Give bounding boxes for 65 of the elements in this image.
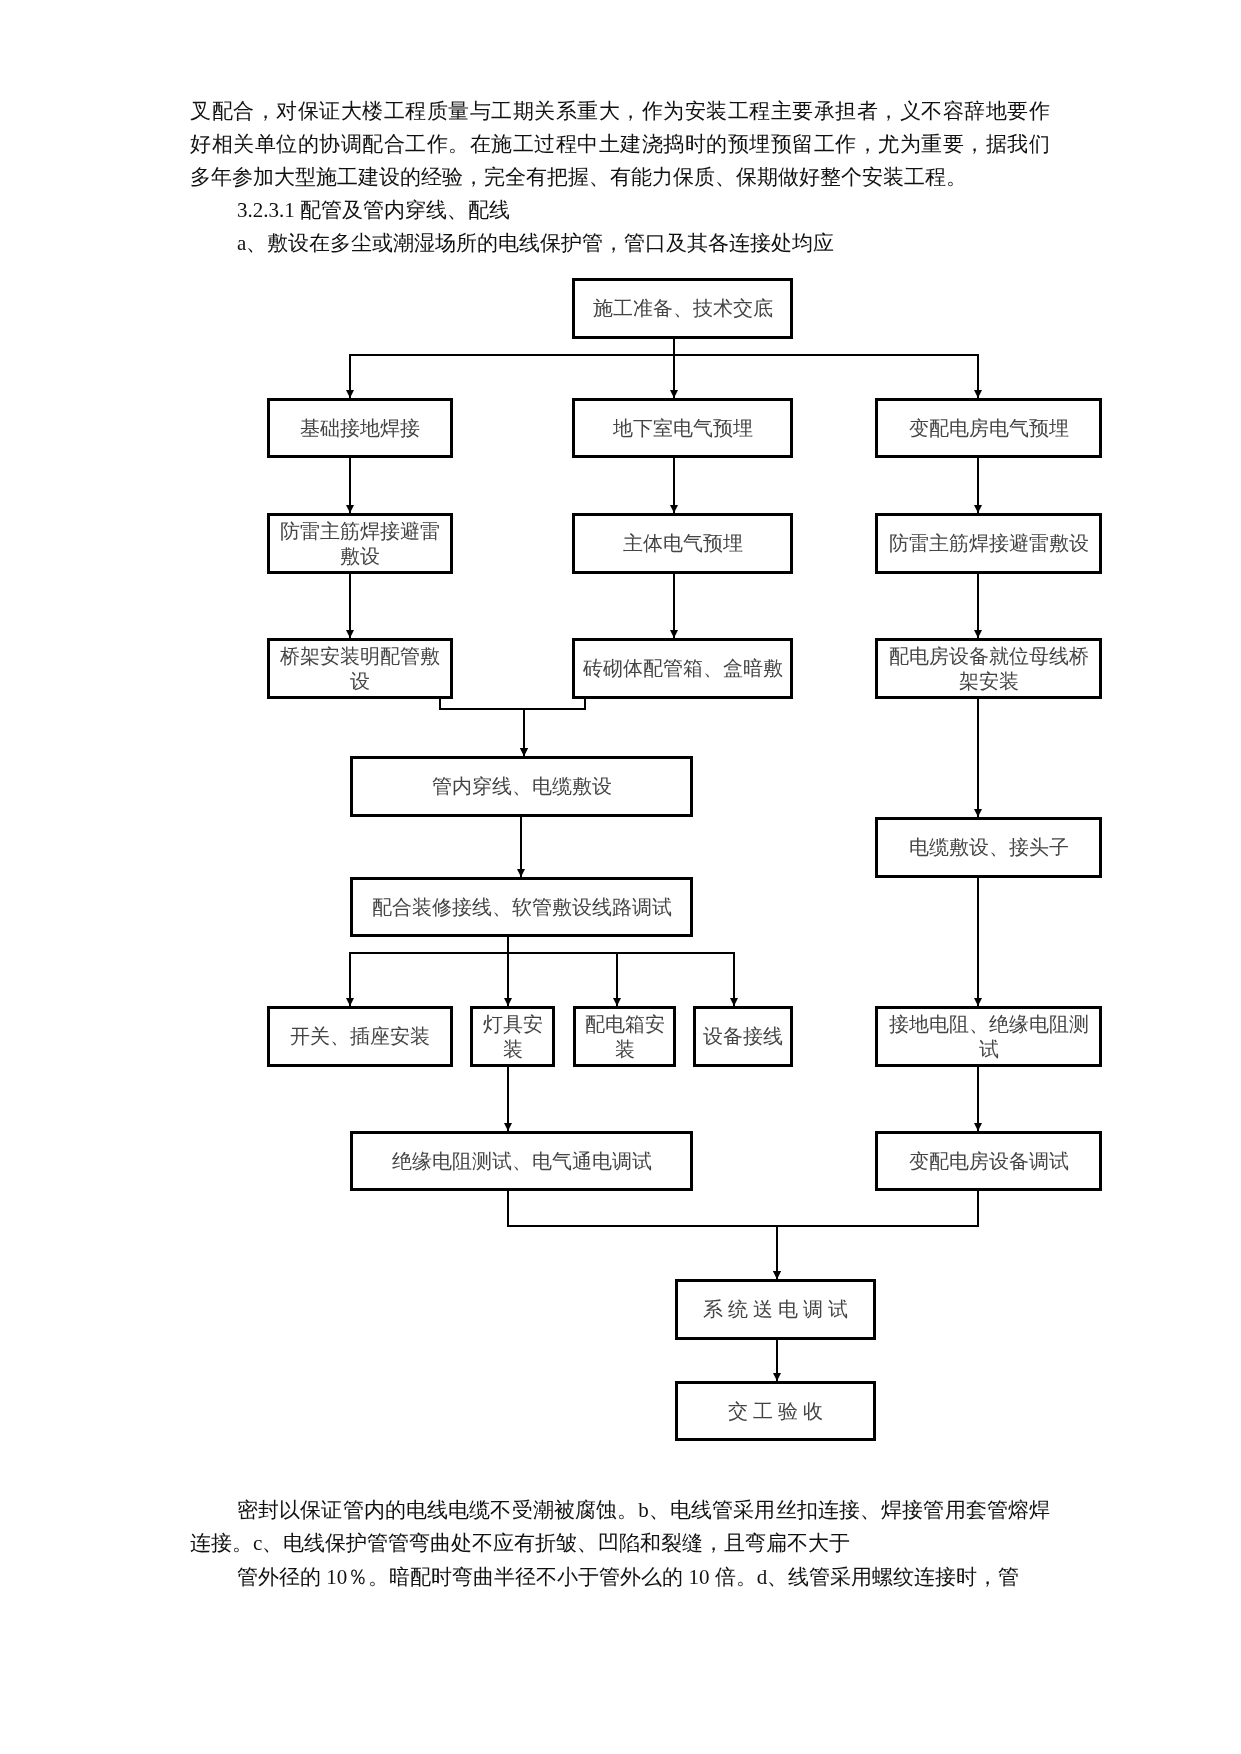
box-label: 主体电气预埋 — [622, 531, 743, 556]
process-box — [675, 1279, 876, 1340]
arrow — [504, 1066, 512, 1132]
box-label: 绝缘电阻测试、电气通电调试 — [391, 1148, 652, 1174]
arrow — [517, 816, 525, 878]
box-label: 基础接地焊接 — [300, 415, 420, 441]
arrow — [673, 338, 982, 399]
arrow — [974, 573, 982, 639]
arrow — [346, 573, 354, 639]
process-box — [350, 1131, 693, 1191]
box-label: 防雷主筋焊接避雷敷设 — [888, 531, 1089, 556]
process-box — [875, 398, 1102, 458]
arrow — [520, 698, 586, 757]
process-box — [875, 638, 1102, 699]
box-label: 防雷主筋焊接避雷敷设 — [279, 518, 441, 569]
section-heading: 3.2.3.1 配管及管内穿线、配线 — [236, 197, 511, 224]
box-label: 变配电房设备调试 — [908, 1148, 1069, 1174]
arrow — [974, 457, 982, 514]
process-box — [267, 398, 453, 458]
process-box — [350, 756, 693, 817]
paragraph: 管外径的 10％。暗配时弯曲半径不小于管外么的 10 倍。d、线管采用螺纹连接时，管 — [237, 1564, 1021, 1591]
arrow — [974, 877, 982, 1007]
process-box — [875, 1006, 1102, 1067]
arrow — [670, 573, 678, 639]
paragraph: 密封以保证管内的电线电缆不受潮被腐蚀。b、电线管采用丝扣连接、焊接管用套管熔焊连接。c、电线保护管管弯曲处不应有折皱、凹陷和裂缝，且弯扁不大于 — [190, 1497, 1050, 1557]
process-box — [470, 1006, 555, 1067]
box-label: 接地电阻、绝缘电阻测试 — [887, 1011, 1090, 1062]
box-label: 设备接线 — [703, 1024, 783, 1049]
box-label: 系 统 送 电 调 试 — [703, 1297, 848, 1322]
box-label: 配合装修接线、软管敷设线路调试 — [371, 894, 672, 920]
arrow — [773, 1339, 781, 1382]
process-box — [675, 1381, 876, 1441]
arrow — [670, 457, 678, 514]
box-label: 地下室电气预埋 — [612, 415, 753, 441]
process-box — [875, 817, 1102, 878]
arrow — [974, 698, 982, 818]
paragraph: a、敷设在多尘或潮湿场所的电线保护管，管口及其各连接处均应 — [236, 230, 836, 257]
arrow — [773, 1190, 979, 1280]
box-label: 施工准备、技术交底 — [592, 296, 773, 321]
process-box — [572, 638, 793, 699]
box-label: 交 工 验 收 — [728, 1398, 823, 1424]
arrow — [346, 457, 354, 514]
paragraph: 叉配合，对保证大楼工程质量与工期关系重大，作为安装工程主要承担者，义不容辞地要作好相关单位的协调配合工作。在施工过程中土建浇捣时的预埋预留工作，尤为重要，据我们多年参加大型施工建设的经验，完全有把握、有能力保质、保期做好整个安装工程。 — [190, 98, 1050, 191]
process-box — [267, 638, 453, 699]
process-box — [693, 1006, 793, 1067]
process-box — [267, 513, 453, 574]
process-box — [572, 398, 793, 458]
box-label: 变配电房电气预埋 — [908, 415, 1069, 441]
box-label: 管内穿线、电缆敷设 — [431, 774, 612, 799]
process-box — [572, 278, 793, 339]
process-box — [875, 513, 1102, 574]
arrow — [974, 1066, 982, 1132]
arrow — [507, 936, 738, 1007]
box-label: 配电房设备就位母线桥架安装 — [887, 643, 1090, 694]
process-box — [572, 513, 793, 574]
box-label: 灯具安装 — [481, 1011, 544, 1062]
box-label: 配电箱安装 — [583, 1011, 666, 1062]
process-box — [573, 1006, 676, 1067]
box-label: 开关、插座安装 — [290, 1024, 430, 1049]
process-box — [267, 1006, 453, 1067]
box-label: 电缆敷设、接头子 — [908, 835, 1069, 860]
process-box — [875, 1131, 1102, 1191]
box-label: 桥架安装明配管敷设 — [279, 643, 441, 694]
process-box — [350, 877, 693, 937]
box-label: 砖砌体配管箱、盒暗敷 — [582, 656, 783, 681]
